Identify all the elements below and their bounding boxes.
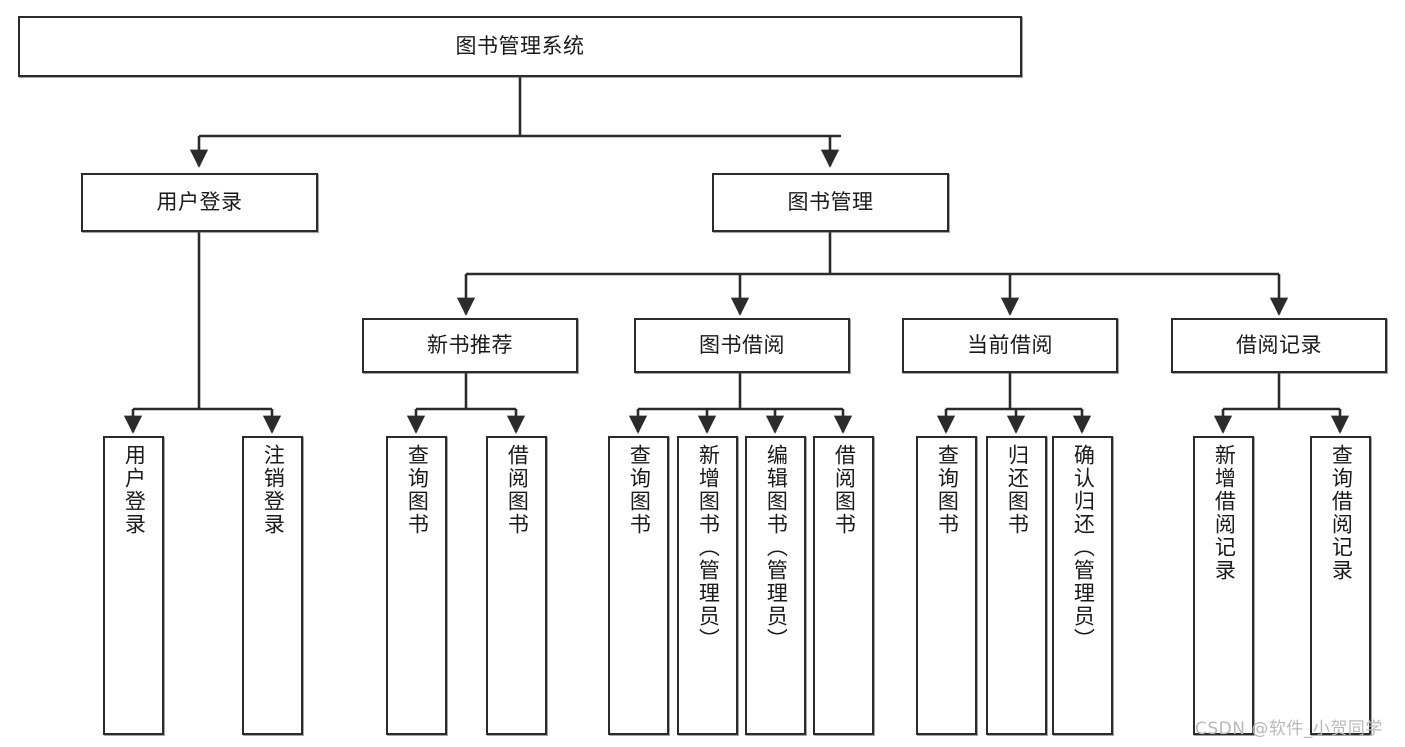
node-root-system[interactable]: 图书管理系统 bbox=[18, 16, 1022, 77]
node-user-login[interactable]: 用户登录 bbox=[81, 173, 318, 232]
node-leaf-borrow-book-1[interactable]: 借阅图书 bbox=[486, 436, 547, 735]
node-leaf-logout-login[interactable]: 注销登录 bbox=[242, 436, 303, 735]
watermark: CSDN @软件_小贺同学 bbox=[1195, 719, 1383, 739]
node-leaf-query-book-2[interactable]: 查询图书 bbox=[608, 436, 669, 735]
node-leaf-add-record[interactable]: 新增借阅记录 bbox=[1193, 436, 1254, 735]
node-label: 用户登录 bbox=[122, 444, 147, 536]
node-label: 借阅记录 bbox=[1236, 332, 1322, 357]
node-label: 新增图书（管理员） bbox=[696, 444, 721, 651]
node-label: 当前借阅 bbox=[967, 332, 1053, 357]
node-label: 编辑图书（管理员） bbox=[764, 444, 789, 651]
node-label: 图书管理系统 bbox=[455, 33, 585, 58]
node-label: 用户登录 bbox=[156, 189, 243, 214]
node-leaf-confirm-return[interactable]: 确认归还（管理员） bbox=[1052, 436, 1113, 735]
node-leaf-query-book-3[interactable]: 查询图书 bbox=[916, 436, 977, 735]
node-label: 查询图书 bbox=[935, 444, 960, 536]
node-label: 查询图书 bbox=[405, 444, 430, 536]
node-leaf-query-record[interactable]: 查询借阅记录 bbox=[1310, 436, 1371, 735]
node-label: 图书管理 bbox=[787, 189, 874, 214]
node-label: 新书推荐 bbox=[427, 332, 513, 357]
node-leaf-return-book[interactable]: 归还图书 bbox=[986, 436, 1047, 735]
node-label: 图书借阅 bbox=[699, 332, 785, 357]
node-label: 借阅图书 bbox=[832, 444, 857, 536]
node-label: 归还图书 bbox=[1005, 444, 1030, 536]
node-leaf-edit-book[interactable]: 编辑图书（管理员） bbox=[745, 436, 806, 735]
node-current-borrow[interactable]: 当前借阅 bbox=[902, 318, 1118, 373]
node-label: 借阅图书 bbox=[505, 444, 530, 536]
node-leaf-query-book-1[interactable]: 查询图书 bbox=[386, 436, 447, 735]
node-label: 确认归还（管理员） bbox=[1071, 444, 1096, 651]
node-leaf-add-book[interactable]: 新增图书（管理员） bbox=[677, 436, 738, 735]
node-label: 注销登录 bbox=[261, 444, 286, 536]
node-leaf-user-login[interactable]: 用户登录 bbox=[103, 436, 164, 735]
node-label: 查询借阅记录 bbox=[1329, 444, 1354, 582]
node-label: 新增借阅记录 bbox=[1212, 444, 1237, 582]
node-leaf-borrow-book-2[interactable]: 借阅图书 bbox=[813, 436, 874, 735]
node-book-manage[interactable]: 图书管理 bbox=[712, 173, 949, 232]
node-borrow-record[interactable]: 借阅记录 bbox=[1171, 318, 1387, 373]
node-new-book-recommend[interactable]: 新书推荐 bbox=[362, 318, 578, 373]
node-book-borrow[interactable]: 图书借阅 bbox=[634, 318, 850, 373]
node-label: 查询图书 bbox=[627, 444, 652, 536]
